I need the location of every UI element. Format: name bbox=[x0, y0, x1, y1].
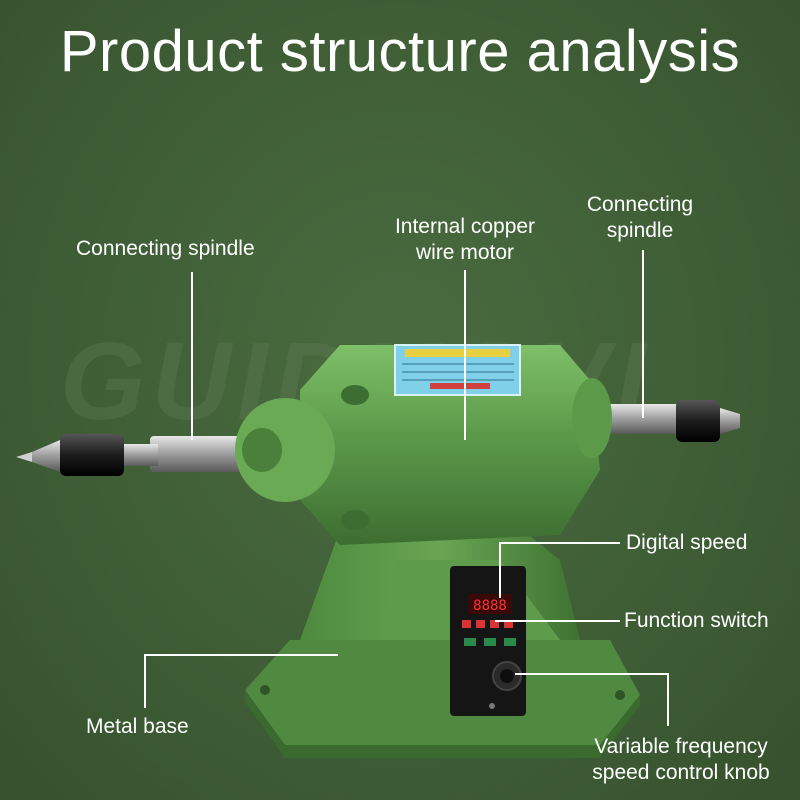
motor-body bbox=[235, 344, 612, 545]
label-metal-base: Metal base bbox=[86, 715, 189, 738]
label-spindle-right-line2: spindle bbox=[606, 219, 674, 242]
label-connecting-spindle-right: Connecting spindle bbox=[570, 192, 710, 244]
label-internal-copper-motor: Internal copper wire motor bbox=[370, 214, 560, 266]
page-title: Product structure analysis bbox=[59, 19, 741, 84]
control-panel: 8888 bbox=[450, 566, 526, 716]
label-spindle-right-line1: Connecting bbox=[586, 193, 694, 216]
svg-text:8888: 8888 bbox=[473, 598, 507, 614]
label-function-switch: Function switch bbox=[624, 609, 769, 632]
label-knob-line2: speed control knob bbox=[592, 761, 770, 784]
label-speed-control-knob: Variable frequency speed control knob bbox=[572, 734, 790, 786]
right-spindle bbox=[600, 400, 740, 442]
leader-lines bbox=[144, 250, 669, 726]
metal-base bbox=[245, 520, 640, 758]
left-spindle bbox=[16, 434, 260, 476]
label-motor-line1: Internal copper bbox=[394, 215, 536, 238]
label-knob-line1: Variable frequency bbox=[594, 735, 768, 758]
label-motor-line2: wire motor bbox=[415, 241, 515, 264]
label-digital-speed: Digital speed bbox=[626, 531, 748, 554]
label-connecting-spindle-left: Connecting spindle bbox=[76, 237, 255, 260]
